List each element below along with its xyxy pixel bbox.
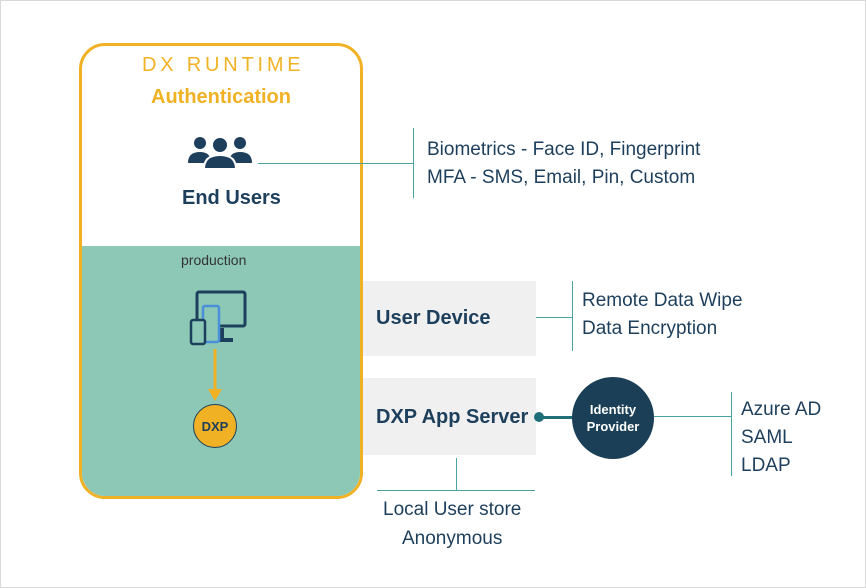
identity-connector-dot xyxy=(534,412,544,422)
user-device-connector xyxy=(536,317,572,318)
end-users-label: End Users xyxy=(182,187,281,209)
desktop-tablet-phone-icon xyxy=(189,290,247,346)
user-device-label: User Device xyxy=(376,307,491,329)
app-server-label: DXP App Server xyxy=(376,406,529,428)
provider-2: SAML xyxy=(741,427,793,448)
local-store-bracket xyxy=(377,490,535,491)
providers-connector xyxy=(654,416,731,417)
end-users-connector xyxy=(258,163,413,164)
identity-provider-line2: Provider xyxy=(586,419,640,434)
environment-label: production xyxy=(181,252,247,268)
users-group-icon xyxy=(188,136,252,170)
arrow-down-icon xyxy=(208,349,222,401)
end-users-feature-2: MFA - SMS, Email, Pin, Custom xyxy=(427,167,696,188)
local-store-2: Anonymous xyxy=(402,528,503,549)
end-users-bracket xyxy=(413,128,414,198)
user-device-feature-2: Data Encryption xyxy=(582,318,718,339)
dxp-badge: DXP xyxy=(193,404,237,448)
runtime-subtitle: Authentication xyxy=(151,86,291,108)
production-zone xyxy=(82,246,360,496)
identity-provider-node: Identity Provider xyxy=(572,377,654,459)
provider-3: LDAP xyxy=(741,455,791,476)
identity-connector xyxy=(539,416,573,419)
user-device-feature-1: Remote Data Wipe xyxy=(582,290,743,311)
identity-provider-line1: Identity xyxy=(589,402,637,417)
end-users-feature-1: Biometrics - Face ID, Fingerprint xyxy=(427,139,701,160)
provider-1: Azure AD xyxy=(741,399,822,420)
local-store-stem xyxy=(456,458,457,490)
dx-runtime-container xyxy=(79,43,363,499)
local-store-1: Local User store xyxy=(383,499,522,520)
providers-bracket xyxy=(731,392,732,476)
user-device-bracket xyxy=(572,281,573,351)
runtime-title: DX RUNTIME xyxy=(142,54,305,76)
